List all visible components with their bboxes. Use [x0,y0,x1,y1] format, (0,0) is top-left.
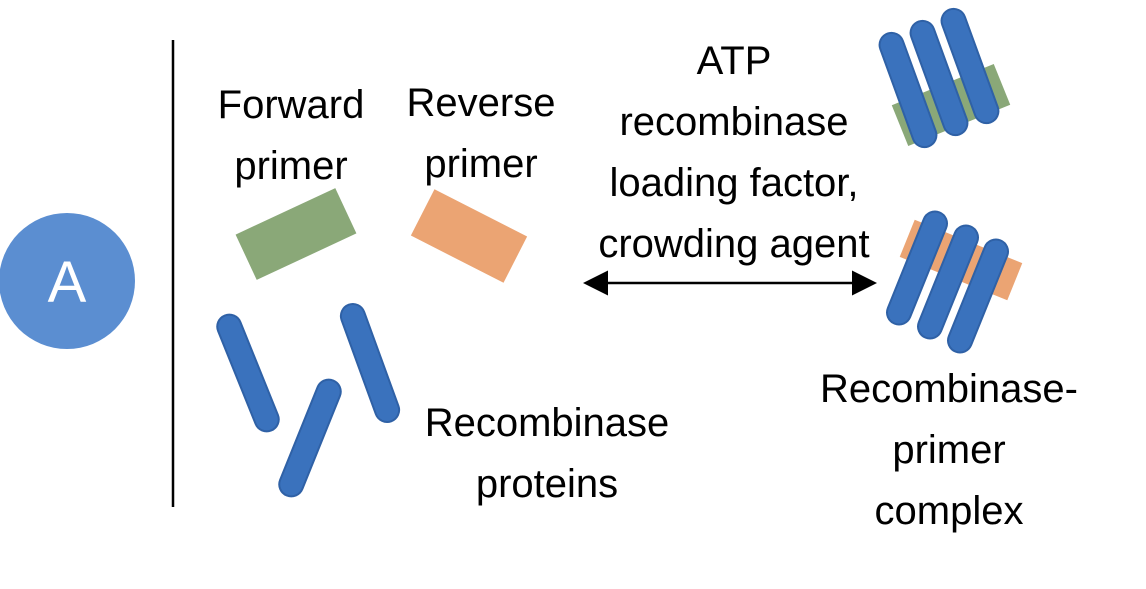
panel-letter: A [48,250,87,315]
complex-recombinase-5 [917,224,979,340]
complex-label-line-2: primer [892,428,1006,472]
complex-reverse-primer [886,210,1023,354]
reaction-conditions-line-3: loading factor, [609,161,859,205]
complex-recombinase-2 [909,19,969,137]
panel-badge: A [0,213,135,349]
reaction-conditions-label: ATP recombinase loading factor, crowding… [566,31,902,275]
recombinase-protein-3 [278,378,342,498]
reverse-primer-label-line-1: Reverse [406,81,556,125]
forward-primer-label: Forward primer [203,75,379,197]
reaction-conditions-line-2: recombinase [619,100,849,144]
complex-forward-primer [878,7,1011,149]
recombinase-proteins-group [216,303,401,498]
complex-recombinase-6 [947,238,1009,354]
reaction-conditions-line-4: crowding agent [598,222,870,266]
reverse-primer-shape [410,189,528,283]
complex-label-line-3: complex [874,489,1024,533]
recombinase-protein-1 [216,313,280,433]
recombinase-proteins-label: Recombinase proteins [404,393,690,515]
recombinase-proteins-label-line-2: proteins [475,462,619,506]
reverse-primer-label-line-2: primer [424,142,538,186]
recombinase-protein-2 [339,303,401,423]
recombinase-proteins-label-line-1: Recombinase [424,401,670,445]
panel-circle [0,213,135,349]
complex-label: Recombinase- primer complex [799,359,1099,542]
forward-primer-label-line-2: primer [234,144,348,188]
forward-primer-label-line-1: Forward [217,83,365,127]
complex-recombinase-1 [878,31,938,149]
complex-label-line-1: Recombinase- [820,367,1078,411]
complex-recombinase-4 [886,210,948,326]
reaction-conditions-line-1: ATP [696,39,772,83]
reverse-primer-label: Reverse primer [396,73,566,195]
forward-primer-shape [235,188,357,280]
complex-recombinase-3 [940,7,1000,125]
